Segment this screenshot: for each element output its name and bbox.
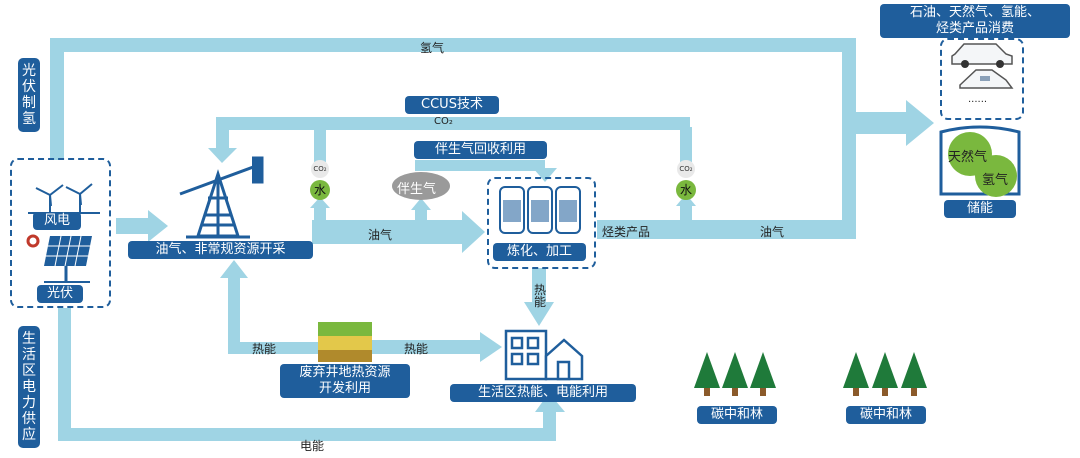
refining-box <box>487 177 596 269</box>
tree-icon <box>694 352 720 396</box>
forest-tag-2: 碳中和林 <box>846 406 926 424</box>
assoc-gas-up-head <box>411 198 431 210</box>
ccus-arrow-top <box>216 117 690 130</box>
electricity-label: 电能 <box>300 439 325 453</box>
wind-tag: 风电 <box>33 212 81 230</box>
ccus-arrow-head <box>208 148 237 163</box>
ccus-tag: CCUS技术 <box>405 96 499 114</box>
water-up-head-2 <box>676 194 696 206</box>
pv-hydrogen-tag: 光伏制氢 <box>18 58 40 132</box>
solar-panel-icon <box>44 235 92 283</box>
community-power-tag: 生活区电力供应 <box>18 326 40 448</box>
ccus-branch-1 <box>314 127 326 162</box>
community-use-tag: 生活区热能、电能利用 <box>450 384 636 402</box>
electricity-bottom-bar <box>58 428 555 441</box>
water-node-2: 水 <box>676 180 696 200</box>
renewables-box <box>10 158 111 308</box>
hydrogen-arrow-down <box>842 38 856 238</box>
co2-node-2: CO₂ <box>677 160 695 178</box>
oil-gas-label-2: 油气 <box>760 225 785 239</box>
natural-gas-label: 天然气 <box>948 150 988 165</box>
hydrogen-arrow-top <box>50 38 856 52</box>
assoc-gas-label: 伴生气 <box>397 182 437 197</box>
forest-tag-1: 碳中和林 <box>697 406 777 424</box>
electricity-down-bar <box>58 308 71 440</box>
water-up-stub-2 <box>680 203 692 222</box>
ccus-arrow-left <box>216 117 229 151</box>
ccus-branch-2 <box>680 127 692 162</box>
heat-vertical-label: 热能 <box>534 283 547 309</box>
geothermal-tag-line1: 废弃井地热资源 <box>280 364 410 382</box>
co2-label: CO₂ <box>434 116 453 127</box>
heat-up-bar <box>228 270 240 354</box>
refining-to-right-bar <box>597 220 856 239</box>
heat-left-label: 热能 <box>252 342 277 356</box>
oil-gas-label: 油气 <box>368 228 393 242</box>
to-consumption-arrow <box>842 100 934 146</box>
buildings-icon <box>504 329 584 381</box>
renewables-to-extraction-arrow <box>116 210 168 242</box>
water-up-head-1 <box>310 197 330 208</box>
heat-up-head <box>220 260 248 278</box>
geothermal-layers-icon <box>318 322 372 362</box>
tree-icon <box>901 352 927 396</box>
extraction-to-refining-arrow <box>312 211 485 253</box>
consumption-box <box>940 38 1024 120</box>
extraction-tag: 油气、非常规资源开采 <box>128 241 313 259</box>
heat-right-label: 热能 <box>404 342 429 356</box>
heat-right-arrow <box>372 332 502 362</box>
pumpjack-icon <box>179 156 264 239</box>
storage-tag: 储能 <box>944 200 1016 218</box>
vehicles-icon <box>951 43 1014 89</box>
assoc-gas-node <box>392 172 450 200</box>
consumption-tag-line2: 烃类产品消费 <box>880 20 1070 38</box>
hydrocarbon-products-label: 烃类产品 <box>602 225 651 239</box>
water-up-stub-1 <box>314 205 326 222</box>
storage-tank-icon <box>939 125 1021 197</box>
hydrogen-storage-label: 氢气 <box>982 173 1009 188</box>
solar-tag: 光伏 <box>37 285 83 303</box>
refining-tag: 炼化、加工 <box>493 243 586 261</box>
consumption-tag-line1: 石油、天然气、氢能、 <box>880 4 1070 22</box>
heat-down-head <box>524 302 554 326</box>
tree-icon <box>750 352 776 396</box>
heat-down-bar <box>532 268 546 304</box>
water-node-1: 水 <box>310 180 330 200</box>
tree-icon <box>843 352 869 396</box>
electricity-up-bar <box>543 408 556 441</box>
assoc-gas-recovery-tag: 伴生气回收利用 <box>414 141 547 159</box>
vehicles-more: ...... <box>968 94 988 105</box>
tree-icon <box>722 352 748 396</box>
flow-arrows <box>50 38 934 441</box>
hydrogen-label: 氢气 <box>420 41 445 55</box>
geothermal-tag-line2: 开发利用 <box>280 380 410 398</box>
assoc-gas-bar <box>415 160 545 171</box>
assoc-gas-up-stub <box>415 207 427 222</box>
electricity-up-head <box>535 393 565 412</box>
refinery-tanks-icon <box>499 186 581 234</box>
heat-left-bar <box>228 342 318 354</box>
co2-node-1: CO₂ <box>311 160 329 178</box>
sun-icon <box>26 234 40 248</box>
tree-icon <box>872 352 898 396</box>
forests <box>694 352 927 396</box>
hydrogen-arrow-up <box>50 38 64 160</box>
assoc-gas-arrow-head <box>533 168 557 182</box>
